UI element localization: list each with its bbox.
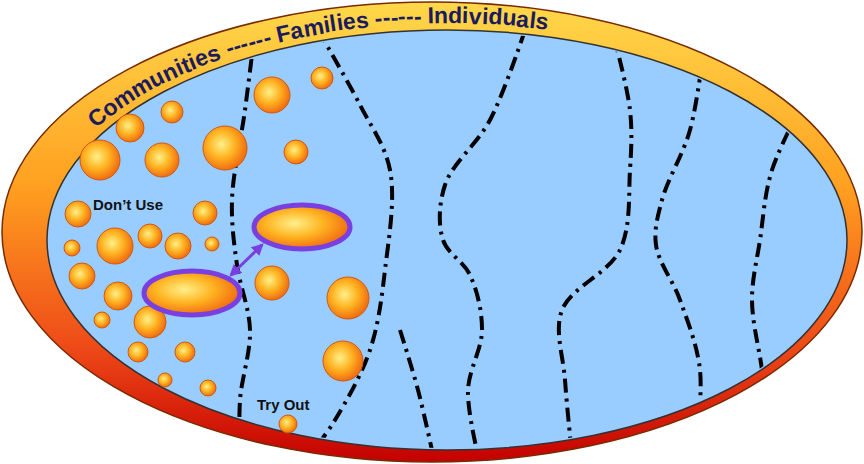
heading-letter: n	[434, 4, 448, 27]
dash-dot-line	[400, 330, 433, 455]
member-circle	[161, 101, 183, 123]
member-circle	[323, 341, 363, 381]
member-circle	[145, 143, 179, 177]
member-circle	[254, 77, 290, 113]
member-circle	[327, 277, 369, 319]
member-circle	[284, 140, 308, 164]
dash-dot-line	[559, 30, 632, 455]
member-circle	[158, 373, 172, 387]
heading-letter: -	[397, 5, 406, 28]
member-circle	[138, 224, 162, 248]
member-circle	[200, 380, 216, 396]
heading-letter	[421, 4, 428, 27]
member-circle	[65, 201, 91, 227]
member-circle	[128, 342, 148, 362]
heading-letter: s	[355, 8, 370, 32]
heading-letter: d	[488, 5, 503, 29]
member-circle	[104, 282, 132, 310]
dash-dot-boundaries	[232, 30, 815, 455]
member-circle	[175, 342, 195, 362]
member-circle	[94, 312, 110, 328]
heading-letter: I	[428, 4, 435, 27]
heading-letter: i	[462, 4, 469, 27]
member-circles	[64, 67, 369, 433]
member-circle	[80, 140, 120, 180]
heading-letter: u	[502, 6, 518, 30]
heading-letter: s	[535, 9, 551, 33]
member-circle	[205, 237, 219, 251]
dash-dot-line	[440, 30, 525, 455]
region-label: Try Out	[257, 397, 310, 414]
dash-dot-line	[232, 30, 255, 455]
member-circle	[311, 67, 333, 89]
heading-letter: -	[413, 5, 422, 28]
region-label: Don’t Use	[93, 197, 163, 214]
member-circle	[97, 228, 133, 264]
inner-field	[47, 30, 847, 450]
dash-dot-line	[752, 80, 815, 450]
dash-dot-line	[655, 40, 705, 455]
member-circle	[193, 201, 217, 225]
heading-letter: d	[448, 4, 462, 27]
member-circle	[116, 114, 144, 142]
member-circle	[165, 233, 191, 259]
member-circle	[279, 415, 297, 433]
member-circle	[255, 266, 289, 300]
member-circle	[203, 126, 247, 170]
member-circle	[64, 240, 80, 256]
member-circle	[69, 263, 95, 289]
double-arrow	[231, 245, 262, 275]
highlighted-circle	[144, 271, 240, 315]
heading-letter: -	[405, 5, 414, 28]
heading-letter: v	[469, 4, 483, 27]
highlighted-circle	[254, 205, 350, 249]
